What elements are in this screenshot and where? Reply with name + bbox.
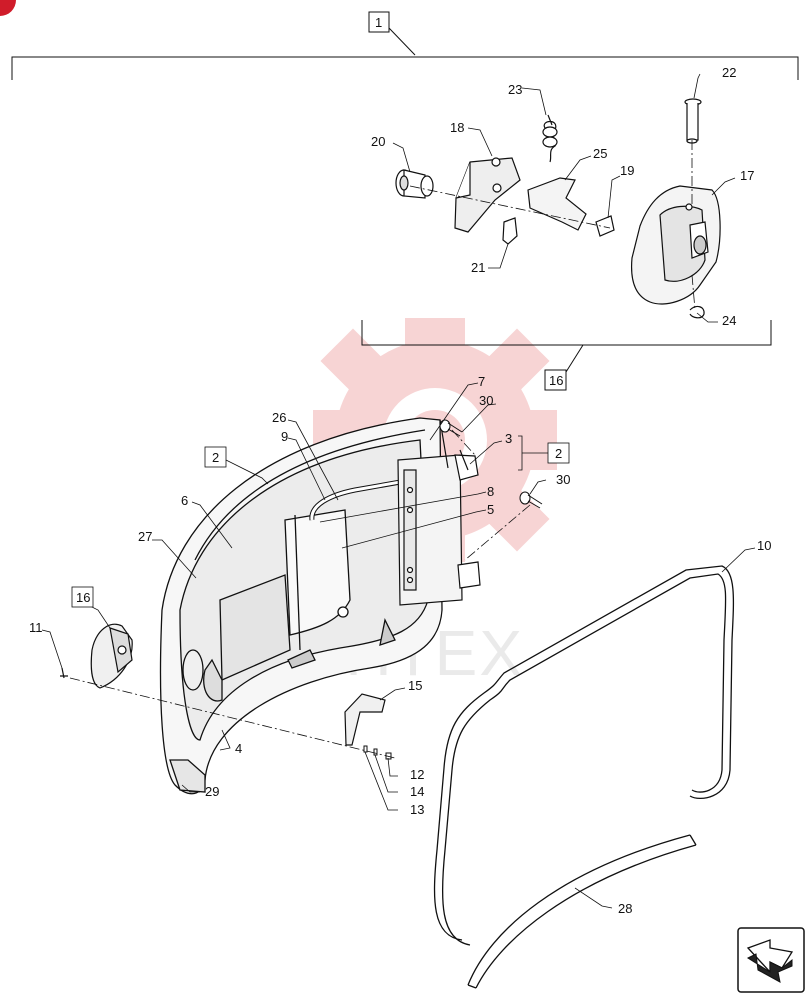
label-4: 4 (235, 741, 242, 756)
part-22-pin (684, 98, 702, 144)
label-27: 27 (138, 529, 152, 544)
label-30b: 30 (556, 472, 570, 487)
part-11-screw (60, 667, 68, 679)
label-26: 26 (272, 410, 286, 425)
label-13: 13 (410, 802, 424, 817)
part-19-small-latch (595, 215, 615, 237)
callout-box-2-left (204, 446, 227, 468)
label-6: 6 (181, 493, 188, 508)
callout-box-1 (368, 11, 390, 33)
label-box1: 1 (375, 15, 382, 30)
part-24-clip (689, 305, 705, 319)
label-3: 3 (505, 431, 512, 446)
label-18: 18 (450, 120, 464, 135)
label-box2-right: 2 (555, 446, 562, 461)
label-9: 9 (281, 429, 288, 444)
label-23: 23 (508, 82, 522, 97)
part-17-handle-housing (630, 185, 721, 305)
part-30-bolt-mid (519, 491, 543, 509)
door-panel (159, 417, 443, 795)
assembly-bracket-16 (361, 320, 772, 346)
label-29: 29 (205, 784, 219, 799)
part-10-seal (433, 565, 735, 946)
label-10: 10 (757, 538, 771, 553)
label-30a: 30 (479, 393, 493, 408)
label-25: 25 (593, 146, 607, 161)
part-3-hinge (397, 419, 481, 606)
label-12: 12 (410, 767, 424, 782)
label-28: 28 (618, 901, 632, 916)
part-16-handle-assembly (90, 623, 133, 689)
label-17: 17 (740, 168, 754, 183)
assembly-bracket-1 (11, 56, 799, 80)
callout-box-16-left (71, 586, 94, 608)
callout-box-2-right (547, 442, 570, 464)
label-19: 19 (620, 163, 634, 178)
part-21-clip (502, 217, 518, 245)
label-5: 5 (487, 502, 494, 517)
next-page-arrow-icon[interactable] (737, 927, 805, 993)
label-7: 7 (478, 374, 485, 389)
part-28-seal-strip (467, 834, 697, 989)
latch-parts (395, 98, 721, 319)
label-box16-top: 16 (549, 373, 563, 388)
corner-badge (0, 0, 16, 16)
part-13-washer (373, 748, 378, 756)
part-18-bracket (454, 157, 521, 233)
label-box16-left: 16 (76, 590, 90, 605)
label-8: 8 (487, 484, 494, 499)
callout-box-16-top (544, 369, 567, 391)
part-20-lock-cylinder (395, 169, 434, 199)
label-11: 11 (29, 620, 43, 635)
part-15-bracket (344, 693, 386, 746)
label-box2-left: 2 (212, 450, 219, 465)
label-22: 22 (722, 65, 736, 80)
label-21: 21 (471, 260, 485, 275)
label-15: 15 (408, 678, 422, 693)
part-25-latch-plate (527, 177, 587, 231)
part-23-spring (542, 114, 558, 163)
label-24: 24 (722, 313, 736, 328)
part-14-washer (363, 745, 368, 753)
label-20: 20 (371, 134, 385, 149)
label-14: 14 (410, 784, 424, 799)
